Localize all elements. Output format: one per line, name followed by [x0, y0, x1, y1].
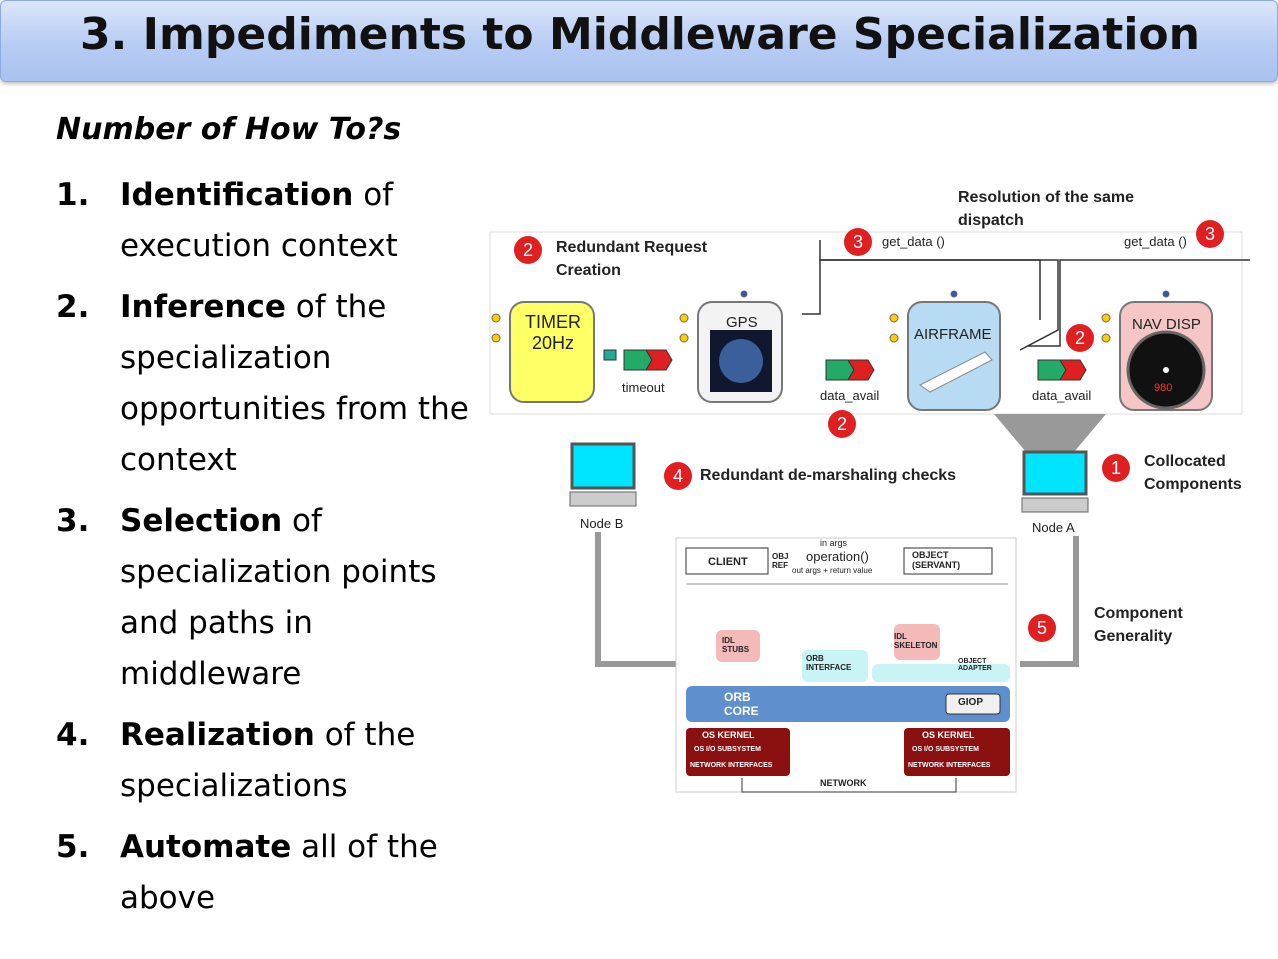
resolution-label: Resolution of the same dispatch — [958, 189, 1135, 229]
title-bar: 3. Impediments to Middleware Specializat… — [0, 0, 1278, 82]
skeleton-box — [894, 624, 940, 660]
badge-1: 1 — [1102, 454, 1130, 482]
badge-3-right: 3 — [1196, 220, 1224, 248]
orb-core-box — [686, 686, 1010, 722]
net-if-right-label: NETWORK INTERFACES — [908, 762, 991, 769]
badge-2-right: 2 — [1066, 324, 1094, 352]
demarshaling-label: Redundant de-marshaling checks — [700, 467, 957, 484]
list-item: 2. Inference of the specialization opport… — [56, 282, 486, 486]
subtitle: Number of How To?s — [56, 112, 402, 147]
nav-readout: 980 — [1154, 382, 1173, 394]
timer-label: TIMER 20Hz — [525, 312, 581, 353]
collocated-label: Collocated Components — [1144, 453, 1242, 493]
giop-box — [945, 693, 1001, 715]
step-number: 2. — [56, 289, 90, 325]
gauge-center — [1163, 367, 1169, 373]
operation-label: operation() — [806, 549, 869, 564]
os-io-left-label: OS I/O SUBSYSTEM — [694, 746, 761, 753]
step-keyword: Automate — [120, 829, 292, 865]
step-number: 5. — [56, 829, 90, 865]
object-box — [903, 547, 993, 575]
redundant-request-label: Redundant Request Creation — [556, 239, 708, 279]
step-keyword: Selection — [120, 503, 283, 539]
badge-2-top: 2 — [514, 236, 542, 264]
badge-2-bottom: 2 — [828, 410, 856, 438]
object-adapter-box — [872, 664, 1010, 682]
list-item: 5. Automate all of the above — [56, 822, 486, 924]
step-keyword: Realization — [120, 717, 315, 753]
step-keyword: Identification — [120, 177, 354, 213]
step-text: of specialization points and paths in mi… — [120, 503, 437, 692]
node-a-label: Node A — [1032, 520, 1075, 535]
airframe-label: AIRFRAME — [914, 326, 992, 343]
node-b-label: Node B — [580, 516, 624, 531]
ports — [491, 290, 1170, 343]
badge-5: 5 — [1028, 614, 1056, 642]
step-text: all of the above — [120, 829, 438, 916]
skeleton-label: IDL SKELETON — [894, 632, 938, 650]
list-item: 4. Realization of the specializations — [56, 710, 486, 812]
stubs-label: IDL STUBS — [722, 636, 750, 654]
computer-icon-node-b — [569, 442, 637, 507]
out-args-label: out args + return value — [792, 566, 873, 575]
client-label: CLIENT — [708, 556, 748, 568]
obj-ref-label: OBJ REF — [772, 552, 789, 570]
os-kernel-left — [686, 728, 790, 776]
step-keyword: Inference — [120, 289, 286, 325]
data-avail-label-2: data_avail — [1032, 388, 1092, 403]
get-data-line-1 — [819, 240, 1059, 351]
badge-3-left: 3 — [844, 228, 872, 256]
timer-component — [509, 301, 595, 403]
slide-title: 3. Impediments to Middleware Specializat… — [80, 9, 1200, 60]
net-if-left-label: NETWORK INTERFACES — [690, 762, 773, 769]
step-number: 3. — [56, 503, 90, 539]
network-pipe-b — [595, 532, 680, 667]
os-kernel-left-label: OS KERNEL — [702, 730, 755, 740]
stubs-box — [716, 630, 760, 662]
os-kernel-right — [904, 728, 1010, 776]
client-box — [685, 547, 769, 575]
gps-label: GPS — [726, 314, 758, 331]
list-item: 3. Selection of specialization points and… — [56, 496, 486, 700]
nav-disp-label: NAV DISP — [1132, 316, 1201, 333]
step-number: 4. — [56, 717, 90, 753]
orb-core-label: ORB CORE — [724, 690, 759, 718]
airplane-icon — [919, 351, 993, 393]
orb-interface-label: ORB INTERFACE — [806, 654, 852, 672]
get-data-line-2 — [1028, 259, 1250, 347]
object-adapter-label: OBJECT ADAPTER — [958, 658, 992, 672]
step-text: of the specialization opportunities from… — [120, 289, 469, 478]
network-label: NETWORK — [820, 778, 867, 788]
steps-list: 1. Identification of execution context 2.… — [56, 170, 486, 934]
data-avail-label-1: data_avail — [820, 388, 880, 403]
get-data-label-2: get_data () — [1124, 234, 1187, 249]
diagram-graphics — [489, 231, 1250, 793]
get-data-label-1: get_data () — [882, 234, 945, 249]
generality-label: Component Generality — [1094, 605, 1183, 645]
step-text: of the specializations — [120, 717, 416, 804]
orb-interface-box — [802, 650, 868, 682]
step-number: 1. — [56, 177, 90, 213]
get-data-line-1b — [802, 259, 1041, 320]
giop-label: GIOP — [958, 697, 984, 708]
step-text: of execution context — [120, 177, 398, 264]
timeout-label: timeout — [622, 380, 665, 395]
object-label: OBJECT (SERVANT) — [912, 550, 961, 570]
component-strip — [489, 231, 1243, 415]
in-args-label: in args — [820, 538, 848, 548]
architecture-diagram: Resolution of the same dispatch Redundan… — [480, 180, 1278, 810]
list-item: 1. Identification of execution context — [56, 170, 486, 272]
os-io-right-label: OS I/O SUBSYSTEM — [912, 746, 979, 753]
network-line — [741, 778, 957, 793]
badge-4: 4 — [664, 462, 692, 490]
collocation-funnel — [994, 414, 1106, 452]
os-kernel-right-label: OS KERNEL — [922, 730, 975, 740]
network-pipe-a — [1020, 536, 1079, 667]
globe-icon — [719, 339, 763, 383]
computer-icon-node-a — [1021, 450, 1089, 513]
event-channels — [603, 349, 1087, 381]
